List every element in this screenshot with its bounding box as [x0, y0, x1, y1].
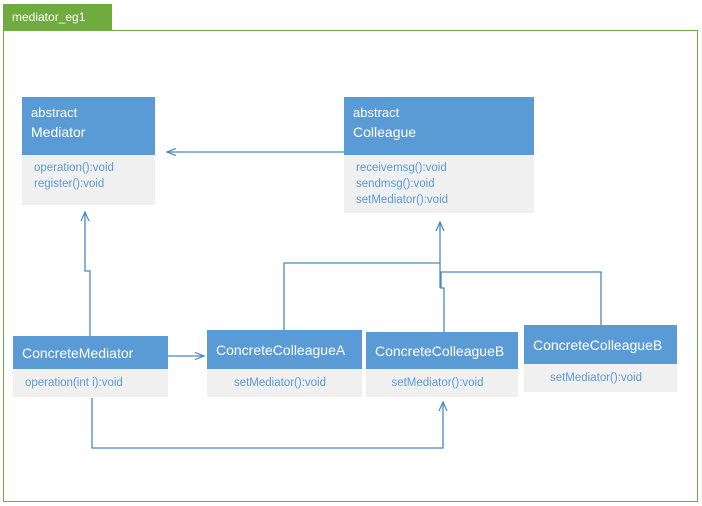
- uml-member: setMediator():void: [549, 372, 643, 384]
- uml-member: sendmsg():void: [356, 178, 435, 190]
- uml-class-concrete-colleague-b-2-name: ConcreteColleagueB: [533, 337, 663, 353]
- uml-member: setMediator():void: [233, 377, 327, 389]
- uml-class-concrete-colleague-b-1-members: setMediator():void: [366, 369, 518, 397]
- uml-class-concrete-colleague-a-members: setMediator():void: [207, 369, 362, 397]
- uml-class-concrete-colleague-b-1[interactable]: ConcreteColleagueB setMediator():void: [366, 332, 518, 397]
- uml-class-concrete-colleague-a-header: ConcreteColleagueA: [207, 330, 362, 369]
- uml-class-mediator-header: abstract Mediator: [22, 97, 155, 155]
- uml-class-mediator-members: operation():void register():void: [22, 155, 155, 205]
- uml-class-mediator[interactable]: abstract Mediator operation():void regis…: [22, 97, 155, 205]
- uml-class-colleague[interactable]: abstract Colleague receivemsg():void sen…: [344, 97, 534, 213]
- editor-tab-strip: mediator_eg1: [0, 0, 702, 31]
- uml-class-concrete-colleague-b-1-header: ConcreteColleagueB: [366, 332, 518, 369]
- uml-class-colleague-name: Colleague: [353, 124, 417, 140]
- uml-class-concrete-mediator-name: ConcreteMediator: [22, 345, 134, 361]
- uml-class-concrete-mediator[interactable]: ConcreteMediator operation(int i):void: [13, 336, 168, 397]
- uml-class-concrete-colleague-a[interactable]: ConcreteColleagueA setMediator():void: [207, 330, 362, 397]
- uml-class-mediator-name: Mediator: [31, 124, 86, 140]
- uml-class-concrete-colleague-b-1-name: ConcreteColleagueB: [375, 343, 505, 359]
- uml-member: register():void: [34, 178, 105, 190]
- uml-class-concrete-colleague-b-2-members: setMediator():void: [524, 364, 677, 392]
- uml-member: receivemsg():void: [356, 162, 447, 174]
- uml-class-colleague-header: abstract Colleague: [344, 97, 534, 155]
- uml-member: operation():void: [34, 162, 114, 174]
- uml-class-mediator-stereotype: abstract: [31, 105, 78, 120]
- uml-class-concrete-colleague-b-2[interactable]: ConcreteColleagueB setMediator():void: [524, 325, 677, 392]
- editor-tab-mediator-eg1[interactable]: mediator_eg1: [3, 4, 112, 30]
- uml-class-concrete-mediator-header: ConcreteMediator: [13, 336, 168, 369]
- uml-member: setMediator():void: [391, 377, 484, 389]
- uml-class-colleague-stereotype: abstract: [353, 105, 400, 120]
- uml-class-concrete-colleague-b-2-header: ConcreteColleagueB: [524, 325, 677, 364]
- uml-class-concrete-colleague-a-name: ConcreteColleagueA: [216, 342, 346, 358]
- uml-member: operation(int i):void: [25, 377, 123, 389]
- uml-class-colleague-members: receivemsg():void sendmsg():void setMedi…: [344, 155, 534, 213]
- uml-member: setMediator():void: [356, 194, 449, 206]
- uml-class-concrete-mediator-members: operation(int i):void: [13, 369, 168, 397]
